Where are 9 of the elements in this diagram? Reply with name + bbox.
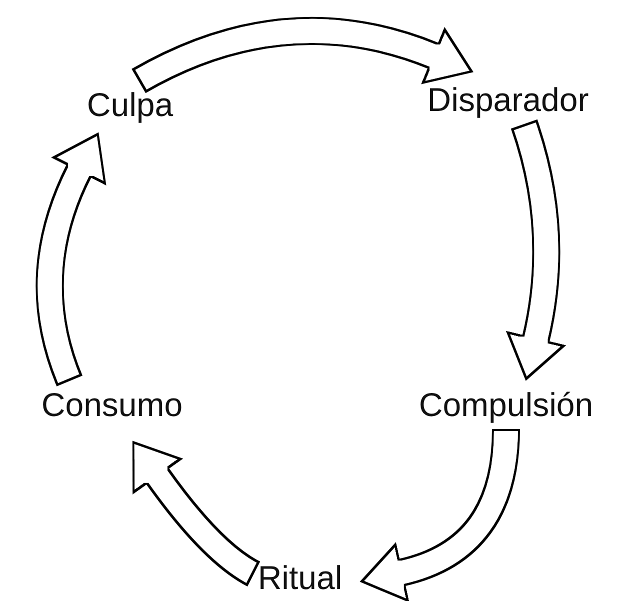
stage-label: Consumo [41,385,183,425]
stage-label: Compulsión [418,385,594,425]
curved-block-arrow [506,120,566,382]
stage-label: Ritual [258,558,342,598]
stage-label: Culpa [86,85,174,125]
curved-block-arrow [36,132,107,386]
stage-label: Disparador [427,80,589,120]
curved-block-arrow [132,440,261,586]
curved-block-arrow [132,16,474,94]
